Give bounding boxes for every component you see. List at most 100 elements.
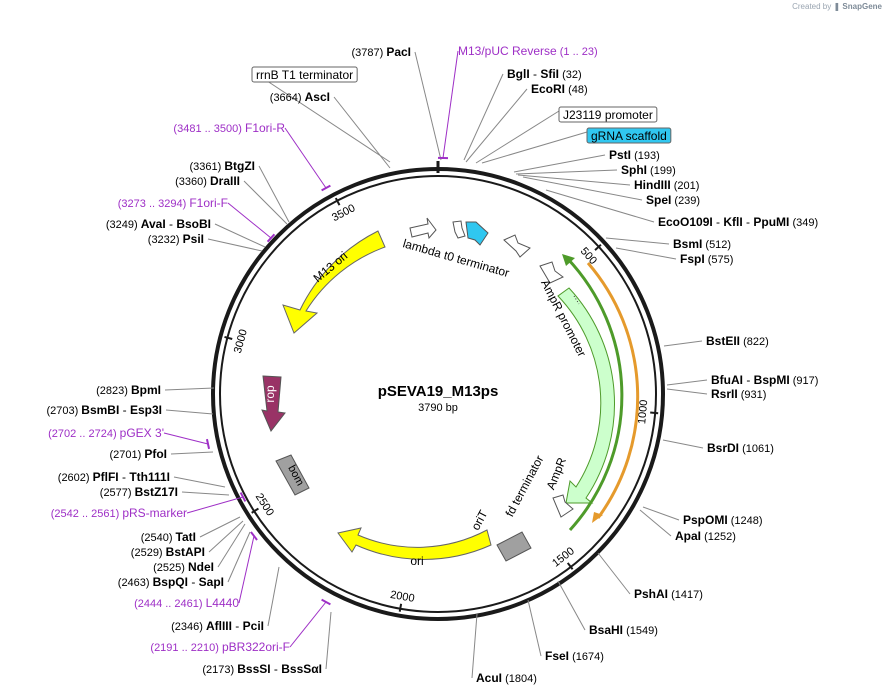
site-label[interactable]: (2702 .. 2724) pGEX 3' <box>48 426 211 450</box>
site-label[interactable]: HindIII (201) <box>517 174 699 192</box>
enzyme-name: HindIII <box>634 178 671 192</box>
leader-line <box>164 387 215 391</box>
enzyme-name: SphI <box>621 163 647 177</box>
site-label[interactable]: J23119 promoter <box>475 106 658 164</box>
site-label[interactable]: BglI - SfiI (32) <box>463 67 582 161</box>
site-label[interactable]: RsrII (931) <box>666 387 767 401</box>
site-label[interactable]: BstEII (822) <box>663 334 769 348</box>
enzyme-name: BstEII <box>706 334 740 348</box>
site-text: (2823) BpmI <box>96 383 161 397</box>
feature-grna-scaffold-arrow[interactable] <box>465 221 489 246</box>
site-separator: - <box>119 470 130 484</box>
enzyme-name: PpuMI <box>753 215 789 229</box>
site-position: (822) <box>740 336 769 348</box>
feature-fd-terminator-arrow[interactable] <box>552 494 574 518</box>
feature-m13-ori[interactable] <box>282 230 386 334</box>
site-label[interactable]: (3361) BtgZI <box>189 159 290 223</box>
site-label[interactable]: BsmI (512) <box>605 237 731 251</box>
leader-line <box>199 516 241 538</box>
site-separator: - <box>188 575 199 589</box>
site-text: (2529) BstAPI <box>131 545 205 559</box>
feature-bom[interactable] <box>275 454 310 496</box>
site-label[interactable]: (2602) PflFI - Tth111I <box>58 470 226 488</box>
leader-line <box>227 531 251 583</box>
site-label[interactable]: (2577) BstZ17I <box>100 485 230 499</box>
site-label[interactable]: (2173) BssSI - BssSαI <box>202 611 332 676</box>
site-label[interactable]: BsaHI (1549) <box>557 580 658 637</box>
leader-line <box>463 73 504 161</box>
site-label[interactable]: SpeI (239) <box>522 176 700 207</box>
site-label[interactable]: (3481 .. 3500) F1ori-R <box>173 121 331 192</box>
enzyme-name: Tth111I <box>129 470 170 484</box>
leader-line <box>414 51 442 161</box>
enzyme-name: BstZ17I <box>135 485 178 499</box>
site-label[interactable]: rrnB T1 terminator <box>251 66 391 163</box>
site-label[interactable]: (3249) AvaI - BsoBI <box>106 217 266 248</box>
feature-lambda-t0-terminator[interactable] <box>409 217 437 240</box>
site-text: BsrDI (1061) <box>707 441 774 455</box>
site-label[interactable]: BsrDI (1061) <box>662 439 774 455</box>
site-label[interactable]: (3273 .. 3294) F1ori-F <box>118 196 276 243</box>
site-label[interactable]: (2542 .. 2561) pRS-marker <box>51 492 247 520</box>
site-text: BglI - SfiI (32) <box>507 67 582 81</box>
primer-bar <box>321 598 331 606</box>
site-label[interactable]: (2529) BstAPI <box>131 520 244 559</box>
site-label[interactable]: (2191 .. 2210) pBR322ori-F <box>150 598 331 654</box>
leader-line <box>663 340 703 347</box>
site-label[interactable]: EcoRI (48) <box>465 82 588 163</box>
site-label-layer: BglI - SfiI (32)EcoRI (48)J23119 promote… <box>46 44 818 685</box>
feature-rrnb-terminator[interactable] <box>452 220 466 239</box>
site-label[interactable]: PshAI (1417) <box>597 552 703 601</box>
site-position: (199) <box>647 165 676 177</box>
feature-box <box>586 127 672 144</box>
site-label[interactable]: (2540) TatI <box>141 516 241 544</box>
site-label[interactable]: (3232) PsiI <box>148 232 263 252</box>
enzyme-name: BssSαI <box>281 662 322 676</box>
site-label[interactable]: (2444 .. 2461) L4440 <box>134 531 258 610</box>
site-label[interactable]: FspI (575) <box>615 247 733 266</box>
snapgene-credit: Created by ❚ SnapGene <box>792 2 882 11</box>
site-label[interactable]: (3664) AscI <box>270 90 391 169</box>
site-label[interactable]: SphI (199) <box>515 163 676 177</box>
site-label[interactable]: (3360) DraIII <box>175 174 288 225</box>
site-label[interactable]: ApaI (1252) <box>639 509 736 543</box>
feature-orit[interactable] <box>496 531 532 562</box>
feature-j23119-arrow[interactable] <box>503 234 531 258</box>
site-text: (3787) PacI <box>351 45 411 59</box>
leader-line <box>517 174 631 186</box>
site-label[interactable]: (2525) NdeI <box>153 523 246 574</box>
site-label[interactable]: gRNA scaffold <box>481 127 672 164</box>
site-label[interactable]: (2703) BsmBI - Esp3I <box>46 403 214 417</box>
site-position: (1804) <box>502 673 537 685</box>
site-separator: - <box>743 215 754 229</box>
leader-line <box>207 238 263 252</box>
site-label[interactable]: AcuI (1804) <box>471 613 537 685</box>
site-label[interactable]: (2463) BspQI - SapI <box>118 531 251 589</box>
leader-line <box>284 127 327 189</box>
feature-ampr-promoter-arrow[interactable] <box>539 261 564 284</box>
enzyme-name: EcoO109I <box>658 215 713 229</box>
primer-name: L4440 <box>206 596 240 610</box>
primer-text: (2191 .. 2210) pBR322ori-F <box>150 640 290 654</box>
feature-rop[interactable] <box>261 375 286 432</box>
site-label[interactable]: (3787) PacI <box>351 45 442 161</box>
site-position: (48) <box>565 84 588 96</box>
site-label[interactable]: (2823) BpmI <box>96 383 215 397</box>
site-label[interactable]: FseI (1674) <box>527 599 604 663</box>
site-label[interactable]: BfuAI - BspMI (917) <box>666 373 818 387</box>
site-label[interactable]: EcoO109I - KflI - PpuMI (349) <box>545 189 818 229</box>
site-separator: - <box>166 217 177 231</box>
site-position: (931) <box>738 389 767 401</box>
site-label[interactable]: (2701) PfoI <box>109 447 214 461</box>
site-position: (2823) <box>96 385 131 397</box>
site-label[interactable]: PstI (193) <box>513 148 660 173</box>
site-label[interactable]: (2346) AflIII - PciI <box>171 566 280 633</box>
site-position: (3360) <box>175 176 210 188</box>
site-label[interactable]: PspOMI (1248) <box>642 506 763 527</box>
leader-line <box>522 176 643 201</box>
feature-ori[interactable] <box>337 527 492 560</box>
primer-name: pBR322ori-F <box>222 640 290 654</box>
site-position: (2540) <box>141 532 176 544</box>
site-label[interactable]: M13/pUC Reverse (1 .. 23) <box>437 44 598 160</box>
leader-line <box>208 520 244 553</box>
